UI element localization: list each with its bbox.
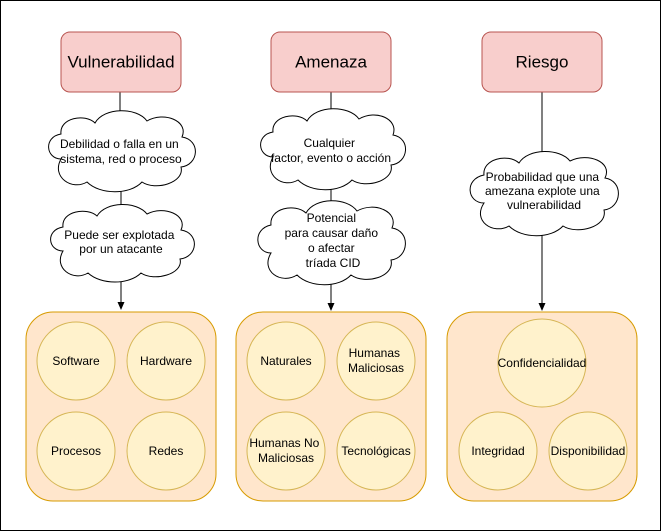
header-vulnerabilidad: Vulnerabilidad [60,31,182,93]
circle-humanas-maliciosas: Humanas Maliciosas [336,321,416,401]
column-amenaza: Amenaza Cualquier factor, evento o acció… [235,31,427,502]
circle-disponibilidad: Disponibilidad [548,411,628,491]
cloud-text: Probabilidad que una amezana explote una… [485,170,603,212]
circle-text: Tecnológicas [341,444,410,458]
circle-humanas-no-maliciosas: Humanas No Maliciosas [246,411,326,491]
circle-text: Humanas Maliciosas [348,346,404,375]
cloud-text: Cualquier factor, evento o acción [271,136,391,165]
header-riesgo: Riesgo [481,31,603,93]
cloud-definicion-riesgo: Probabilidad que una amezana explote una… [469,151,619,237]
circle-hardware: Hardware [126,321,206,401]
circle-text: Hardware [140,354,192,368]
circle-integridad: Integridad [458,411,538,491]
header-label: Riesgo [516,52,569,71]
circle-naturales: Naturales [246,321,326,401]
circle-tecnologicas: Tecnológicas [336,411,416,491]
circle-text: Software [52,354,100,368]
column-riesgo: Riesgo Probabilidad que una amezana expl… [446,31,638,502]
cloud-text: Puede ser explotada por un atacante [64,228,177,256]
cloud-explotacion: Puede ser explotada por un atacante [50,204,195,283]
circle-text: Integridad [471,444,524,458]
group-triada-cid: Confidencialidad Integridad Disponibilid… [446,311,638,502]
cloud-text: Debilidad o falla en un sistema, red o p… [60,137,182,166]
cloud-definicion-amenaza: Cualquier factor, evento o acción [260,108,406,191]
circle-procesos: Procesos [36,411,116,491]
circle-text: Redes [149,444,184,458]
circle-text: Disponibilidad [551,444,626,458]
header-label: Vulnerabilidad [67,52,174,71]
circle-software: Software [36,321,116,401]
cloud-text: Potencial para causar daño o afectar trí… [285,211,382,270]
circle-redes: Redes [126,411,206,491]
header-amenaza: Amenaza [270,31,392,93]
circle-text: Humanas No Maliciosas [249,436,322,465]
circle-text: Naturales [260,354,311,368]
circle-text: Confidencialidad [498,356,587,370]
group-activos: Software Hardware Procesos Redes [25,311,217,502]
circle-confidencialidad: Confidencialidad [497,318,587,408]
column-vulnerabilidad: Vulnerabilidad Debilidad o falla en un s… [25,31,217,502]
header-label: Amenaza [295,52,367,71]
cloud-potencial-dano: Potencial para causar daño o afectar trí… [257,200,406,286]
circle-text: Procesos [51,444,101,458]
cloud-definicion-vulnerabilidad: Debilidad o falla en un sistema, red o p… [48,110,196,193]
group-tipos-amenaza: Naturales Humanas Maliciosas Humanas No … [235,311,427,502]
